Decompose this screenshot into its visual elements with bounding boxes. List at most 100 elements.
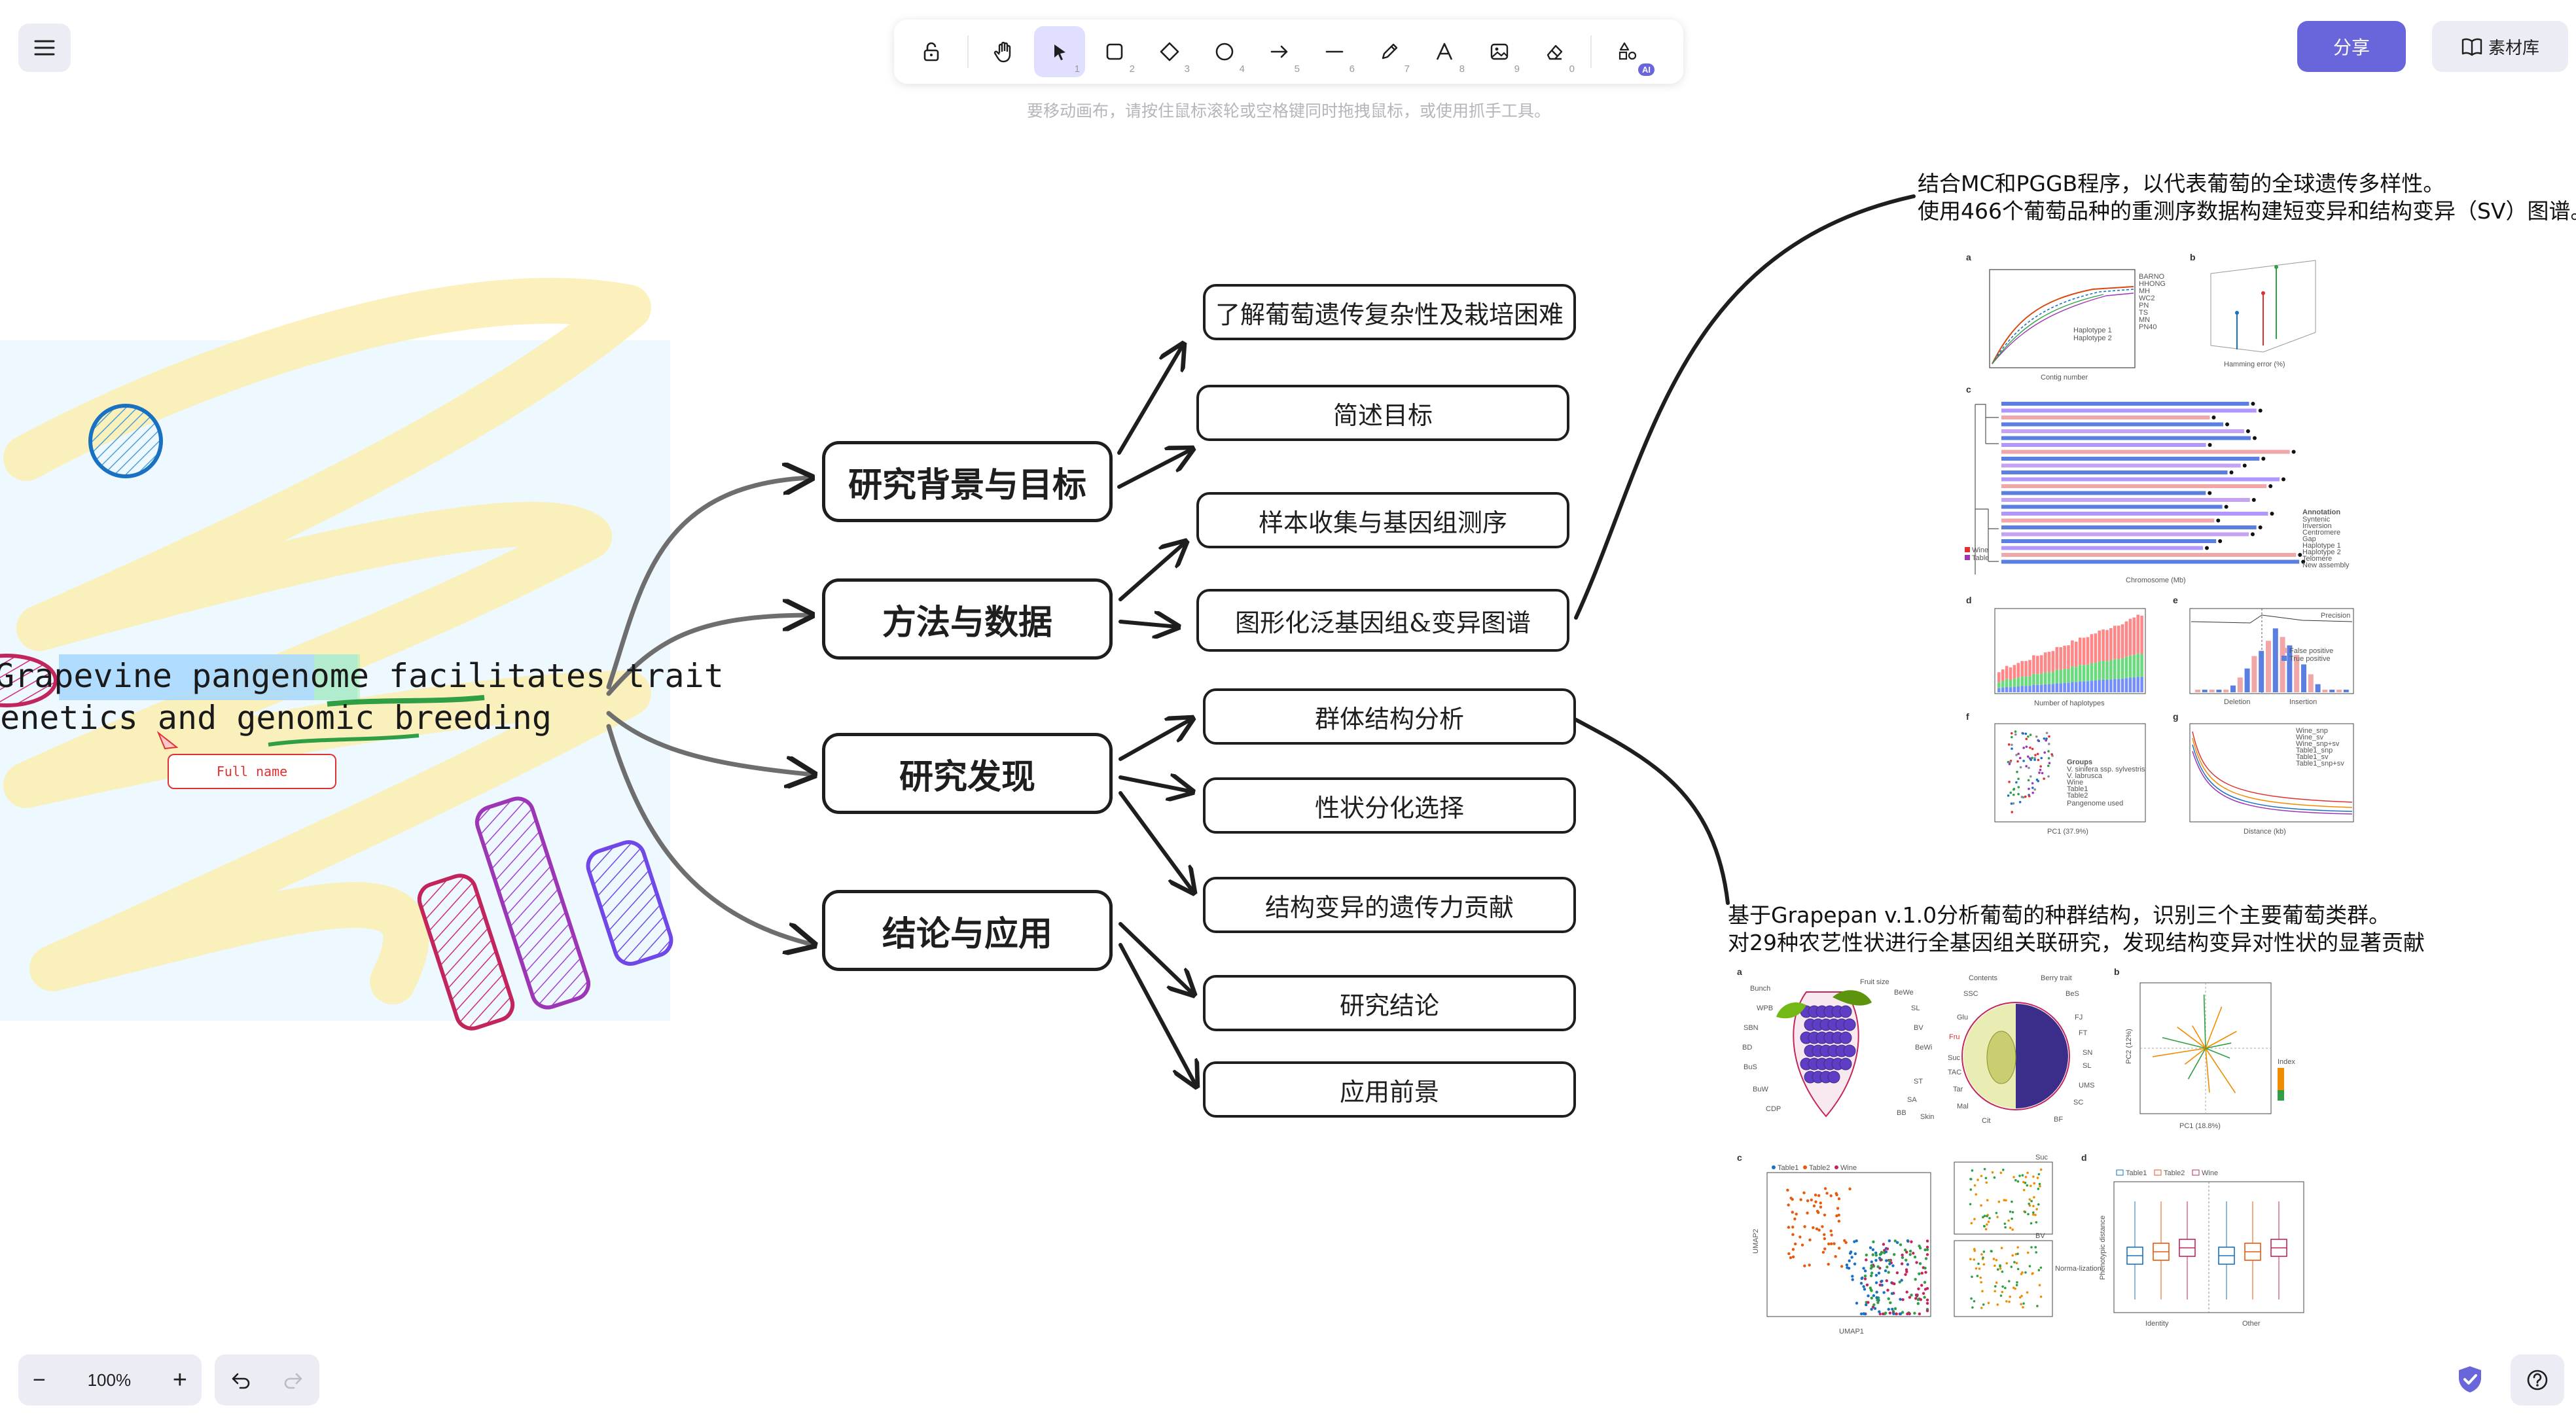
pca-point	[2020, 796, 2024, 798]
tool-image[interactable]: 9	[1474, 26, 1525, 77]
redo-icon[interactable]	[282, 1370, 304, 1390]
umap-point	[2028, 1202, 2030, 1205]
umap-point	[1910, 1240, 1913, 1243]
umap-point	[2016, 1281, 2018, 1284]
tool-more-shapes[interactable]: AI	[1602, 26, 1655, 77]
full-name-tag[interactable]: Full name	[168, 754, 336, 789]
tool-diamond[interactable]: 3	[1144, 26, 1195, 77]
pangenome-bar	[2047, 652, 2051, 673]
pangenome-bar	[2075, 682, 2078, 692]
node-methods-data[interactable]: 方法与数据	[822, 578, 1113, 660]
umap-point	[1895, 1271, 1899, 1275]
svg-text:Distance (kb): Distance (kb)	[2244, 828, 2286, 836]
pangenome-bar	[2098, 680, 2101, 692]
node-brief-goals[interactable]: 简述目标	[1196, 385, 1569, 441]
umap-point	[1880, 1279, 1884, 1283]
eraser-icon	[1547, 44, 1563, 60]
umap-point	[1859, 1282, 1863, 1285]
tool-rectangle[interactable]: 2	[1089, 26, 1140, 77]
node-graph-pangenome[interactable]: 图形化泛基因组&变异图谱	[1196, 589, 1569, 652]
svg-text:HHONG: HHONG	[2139, 280, 2166, 288]
umap-point	[1851, 1275, 1854, 1278]
note-connectors	[1574, 194, 1916, 905]
tool-draw[interactable]: 7	[1364, 26, 1415, 77]
tool-lock[interactable]	[906, 26, 957, 77]
tool-arrow[interactable]: 5	[1254, 26, 1305, 77]
pca-point	[2035, 735, 2038, 738]
umap-point	[1925, 1245, 1929, 1249]
umap-point	[2037, 1269, 2041, 1271]
zoom-in-button[interactable]: +	[172, 1366, 187, 1394]
umap-point	[1923, 1281, 1927, 1284]
undo-icon[interactable]	[230, 1370, 252, 1390]
telomere-mark	[2301, 559, 2306, 564]
node-trait-selection[interactable]: 性状分化选择	[1203, 777, 1576, 834]
tool-eraser[interactable]: 0	[1529, 26, 1580, 77]
pca-point	[2047, 764, 2050, 768]
umap-point	[2011, 1211, 2014, 1214]
node-population-structure[interactable]: 群体结构分析	[1203, 688, 1576, 745]
arrow-right-icon	[1270, 45, 1288, 58]
note-mid[interactable]: 基于Grapepan v.1.0分析葡萄的种群结构，识别三个主要葡萄类群。 对2…	[1728, 902, 2425, 957]
node-background-goals[interactable]: 研究背景与目标	[822, 441, 1113, 522]
red-ellipse-shape[interactable]	[0, 654, 58, 707]
node-understand-complexity[interactable]: 了解葡萄遗传复杂性及栽培困难	[1203, 284, 1576, 340]
title-line-2[interactable]: genetics and genomic breeding	[0, 699, 552, 737]
chromosome-bar	[2001, 443, 2206, 447]
umap-point	[2024, 1175, 2028, 1178]
share-button[interactable]: 分享	[2297, 21, 2406, 72]
umap-point	[1869, 1267, 1873, 1270]
svg-text:Table1_sv: Table1_sv	[2296, 753, 2329, 761]
blue-circle-shape[interactable]	[88, 404, 163, 478]
umap-point	[1870, 1296, 1874, 1300]
node-sample-sequencing[interactable]: 样本收集与基因组测序	[1196, 492, 1569, 548]
sv-length-bar	[2209, 690, 2215, 692]
unlock-icon	[923, 42, 939, 62]
pangenome-bar	[2005, 679, 2009, 687]
node-research-conclusions[interactable]: 研究结论	[1203, 975, 1576, 1031]
umap-point	[1983, 1167, 1986, 1171]
umap-point	[1977, 1178, 1979, 1181]
main-menu-button[interactable]	[18, 24, 71, 72]
fig1-chromosome-bars	[2001, 402, 2306, 564]
tool-hand[interactable]	[979, 26, 1030, 77]
umap-point	[1869, 1246, 1872, 1250]
node-findings[interactable]: 研究发现	[822, 733, 1113, 814]
svg-text:Table1_snp+sv: Table1_snp+sv	[2296, 760, 2344, 768]
node-sv-heritability[interactable]: 结构变异的遗传力贡献	[1203, 877, 1576, 933]
umap-point	[1971, 1275, 1973, 1279]
telomere-mark	[2218, 539, 2223, 543]
tool-ellipse[interactable]: 4	[1199, 26, 1250, 77]
umap-point	[1924, 1271, 1927, 1274]
umap-point	[1901, 1253, 1904, 1257]
umap-point	[1906, 1239, 1910, 1243]
node-application-prospects[interactable]: 应用前景	[1203, 1061, 1576, 1118]
umap-point	[1973, 1249, 1977, 1252]
node-conclusion-application[interactable]: 结论与应用	[822, 890, 1113, 971]
pangenome-bar	[2032, 655, 2035, 674]
umap-point	[2039, 1266, 2043, 1269]
zoom-level[interactable]: 100%	[87, 1370, 132, 1390]
note-top-line-1: 结合MC和PGGB程序，以代表葡萄的全球遗传多样性。	[1918, 171, 2445, 196]
title-line-1[interactable]: Grapevine pangenome facilitates trait	[0, 657, 724, 695]
fig2-umap-scatter: Table1 Table2 Wine UMAP1 UMAP2	[1752, 1164, 1931, 1336]
svg-text:Other: Other	[2242, 1320, 2261, 1328]
umap-point	[1865, 1253, 1869, 1257]
umap-point	[2024, 1211, 2027, 1214]
library-button[interactable]: 素材库	[2432, 21, 2568, 72]
tool-text[interactable]: 8	[1419, 26, 1470, 77]
tool-line[interactable]: 6	[1309, 26, 1360, 77]
shield-check-icon[interactable]	[2457, 1365, 2483, 1394]
grape-berry	[1839, 1031, 1852, 1044]
umap-point	[1999, 1294, 2003, 1297]
tool-select[interactable]: 1	[1034, 26, 1085, 77]
figure2-image[interactable]: a Bunch WPB SBN BD BuS BuW CDP Fruit siz…	[1734, 966, 2310, 1343]
zoom-out-button[interactable]: −	[33, 1367, 46, 1392]
help-button[interactable]	[2511, 1354, 2564, 1406]
hatched-bars[interactable]	[416, 794, 675, 1033]
note-top[interactable]: 结合MC和PGGB程序，以代表葡萄的全球遗传多样性。 使用466个葡萄品种的重测…	[1918, 170, 2576, 225]
svg-text:False positive: False positive	[2289, 647, 2333, 655]
